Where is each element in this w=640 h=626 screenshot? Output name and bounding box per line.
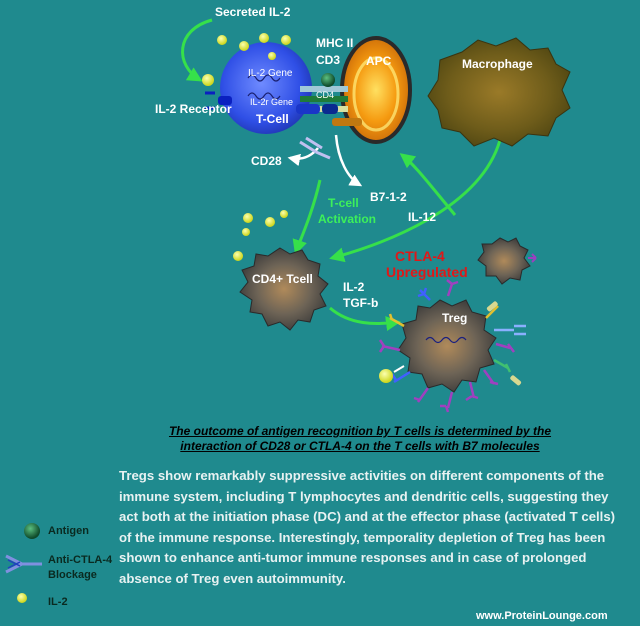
macrophage-label: Macrophage — [462, 57, 533, 71]
mhc-ii-label: MHC II — [316, 36, 353, 50]
tcell-label: T-Cell — [256, 112, 289, 126]
caption: The outcome of antigen recognition by T … — [120, 424, 600, 454]
arrow-cd4tcell-to-treg — [330, 308, 398, 324]
legend-antigen-label: Antigen — [48, 524, 89, 538]
cd4-tcell-label: CD4+ Tcell — [252, 272, 313, 286]
legend-anti-ctla4-label-1: Anti-CTLA-4 — [48, 553, 112, 567]
anti-ctla4-legend-icon — [6, 556, 42, 572]
caption-line-2: interaction of CD28 or CTLA-4 on the T c… — [120, 439, 600, 454]
il2-cytokine-label: IL-2 — [343, 280, 364, 294]
secreted-il2-label: Secreted IL-2 — [215, 5, 290, 19]
cd3-label: CD3 — [316, 53, 340, 67]
small-cell-receptor — [528, 254, 536, 262]
legend-il2-label: IL-2 — [48, 595, 68, 609]
tcell-activation-label-1: T-cell — [328, 196, 359, 210]
cd28-label: CD28 — [251, 154, 282, 168]
il2-gene-label: IL-2 Gene — [248, 68, 292, 79]
il12-label: IL-12 — [408, 210, 436, 224]
cd28-receptor — [300, 138, 330, 158]
arrow-secreted-il2-to-receptor — [183, 20, 212, 80]
small-cell — [478, 238, 530, 284]
caption-line-1: The outcome of antigen recognition by T … — [120, 424, 600, 439]
arrow-b7 — [336, 135, 360, 185]
il2-legend-icon — [17, 593, 27, 603]
il2r-gene-label: IL-2r Gene — [250, 97, 293, 107]
website-credit: www.ProteinLounge.com — [476, 610, 608, 622]
arrow-il12-to-apc — [402, 155, 455, 215]
apc-label: APC — [366, 54, 391, 68]
antigen-legend-icon — [24, 523, 40, 539]
tcell-activation-label-2: Activation — [318, 212, 376, 226]
b7-label: B7-1-2 — [370, 190, 407, 204]
treg-label: Treg — [442, 311, 467, 325]
description-text: Tregs show remarkably suppressive activi… — [119, 466, 619, 589]
macrophage-cell — [428, 38, 570, 146]
legend-anti-ctla4-label-2: Blockage — [48, 568, 97, 582]
cd4-label: CD4 — [316, 90, 334, 100]
tgfb-label: TGF-b — [343, 296, 378, 310]
ctla4-label-2: Upregulated — [386, 264, 468, 280]
arrow-activation — [296, 180, 320, 252]
il2-receptor-label: IL-2 Receptor — [155, 102, 232, 116]
ctla4-label-1: CTLA-4 — [395, 248, 445, 264]
cd4-tcell — [240, 248, 328, 330]
